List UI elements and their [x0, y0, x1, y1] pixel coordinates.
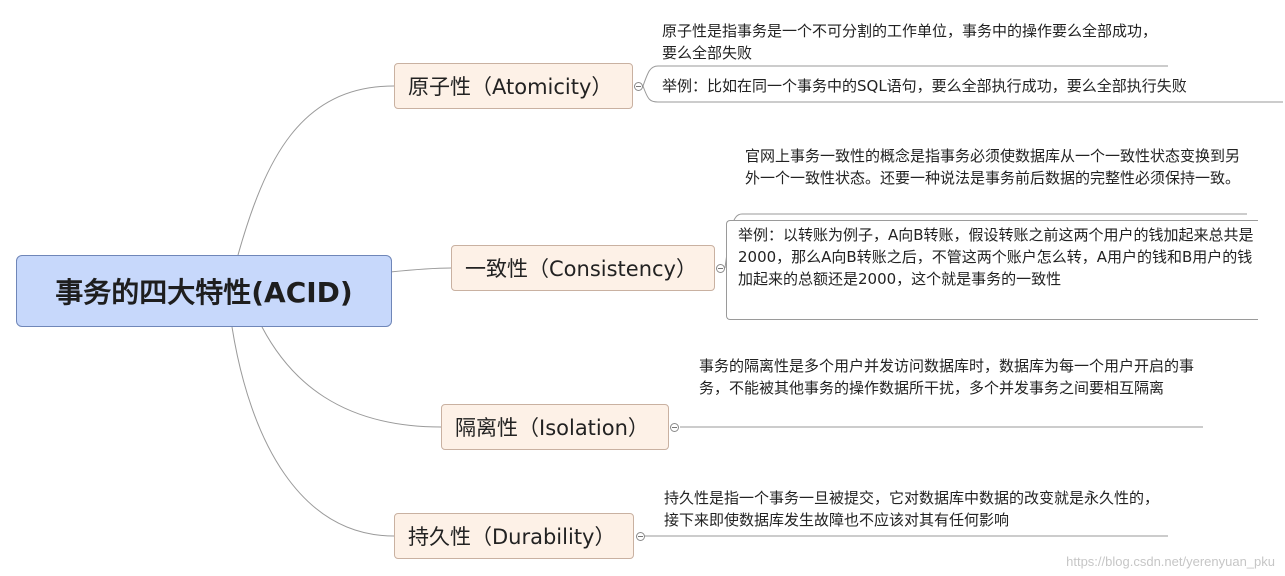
- leaf-durability-definition[interactable]: 持久性是指一个事务一旦被提交，它对数据库中数据的改变就是永久性的，接下来即使数据…: [664, 489, 1160, 529]
- branch-isolation-label: 隔离性（Isolation）: [455, 416, 649, 440]
- leaf-atomicity-example[interactable]: 举例：比如在同一个事务中的SQL语句，要么全部执行成功，要么全部执行失败: [662, 77, 1187, 95]
- connector-root-durability: [231, 326, 395, 537]
- branch-durability[interactable]: 持久性（Durability）: [394, 513, 634, 559]
- connector-root-isolation: [261, 326, 442, 428]
- collapse-atomicity-icon[interactable]: [634, 82, 643, 91]
- root-label: 事务的四大特性(ACID): [55, 276, 353, 309]
- branch-isolation[interactable]: 隔离性（Isolation）: [441, 404, 669, 450]
- branch-consistency[interactable]: 一致性（Consistency）: [451, 245, 715, 291]
- leaf-isolation-definition[interactable]: 事务的隔离性是多个用户并发访问数据库时，数据库为每一个用户开启的事务，不能被其他…: [699, 357, 1195, 397]
- connector-root-atomicity: [237, 85, 395, 256]
- collapse-consistency-icon[interactable]: [716, 264, 725, 273]
- branch-atomicity[interactable]: 原子性（Atomicity）: [394, 63, 633, 109]
- collapse-isolation-icon[interactable]: [670, 423, 679, 432]
- leaf-consistency-definition[interactable]: 官网上事务一致性的概念是指事务必须使数据库从一个一致性状态变换到另外一个一致性状…: [745, 147, 1241, 187]
- connector-atomicity-leaf1: [642, 65, 1168, 87]
- collapse-durability-icon[interactable]: [636, 532, 645, 541]
- leaf-atomicity-definition[interactable]: 原子性是指事务是一个不可分割的工作单位，事务中的操作要么全部成功，要么全部失败: [662, 22, 1158, 62]
- branch-atomicity-label: 原子性（Atomicity）: [408, 75, 613, 99]
- connector-root-consistency: [389, 267, 452, 273]
- root-node[interactable]: 事务的四大特性(ACID): [16, 255, 392, 327]
- branch-consistency-label: 一致性（Consistency）: [465, 257, 697, 281]
- branch-durability-label: 持久性（Durability）: [408, 525, 616, 549]
- watermark: https://blog.csdn.net/yerenyuan_pku: [1066, 554, 1275, 569]
- leaf-consistency-example[interactable]: 举例：以转账为例子，A向B转账，假设转账之前这两个用户的钱加起来总共是2000，…: [726, 220, 1258, 320]
- connector-atomicity-leaf2: [642, 85, 1283, 103]
